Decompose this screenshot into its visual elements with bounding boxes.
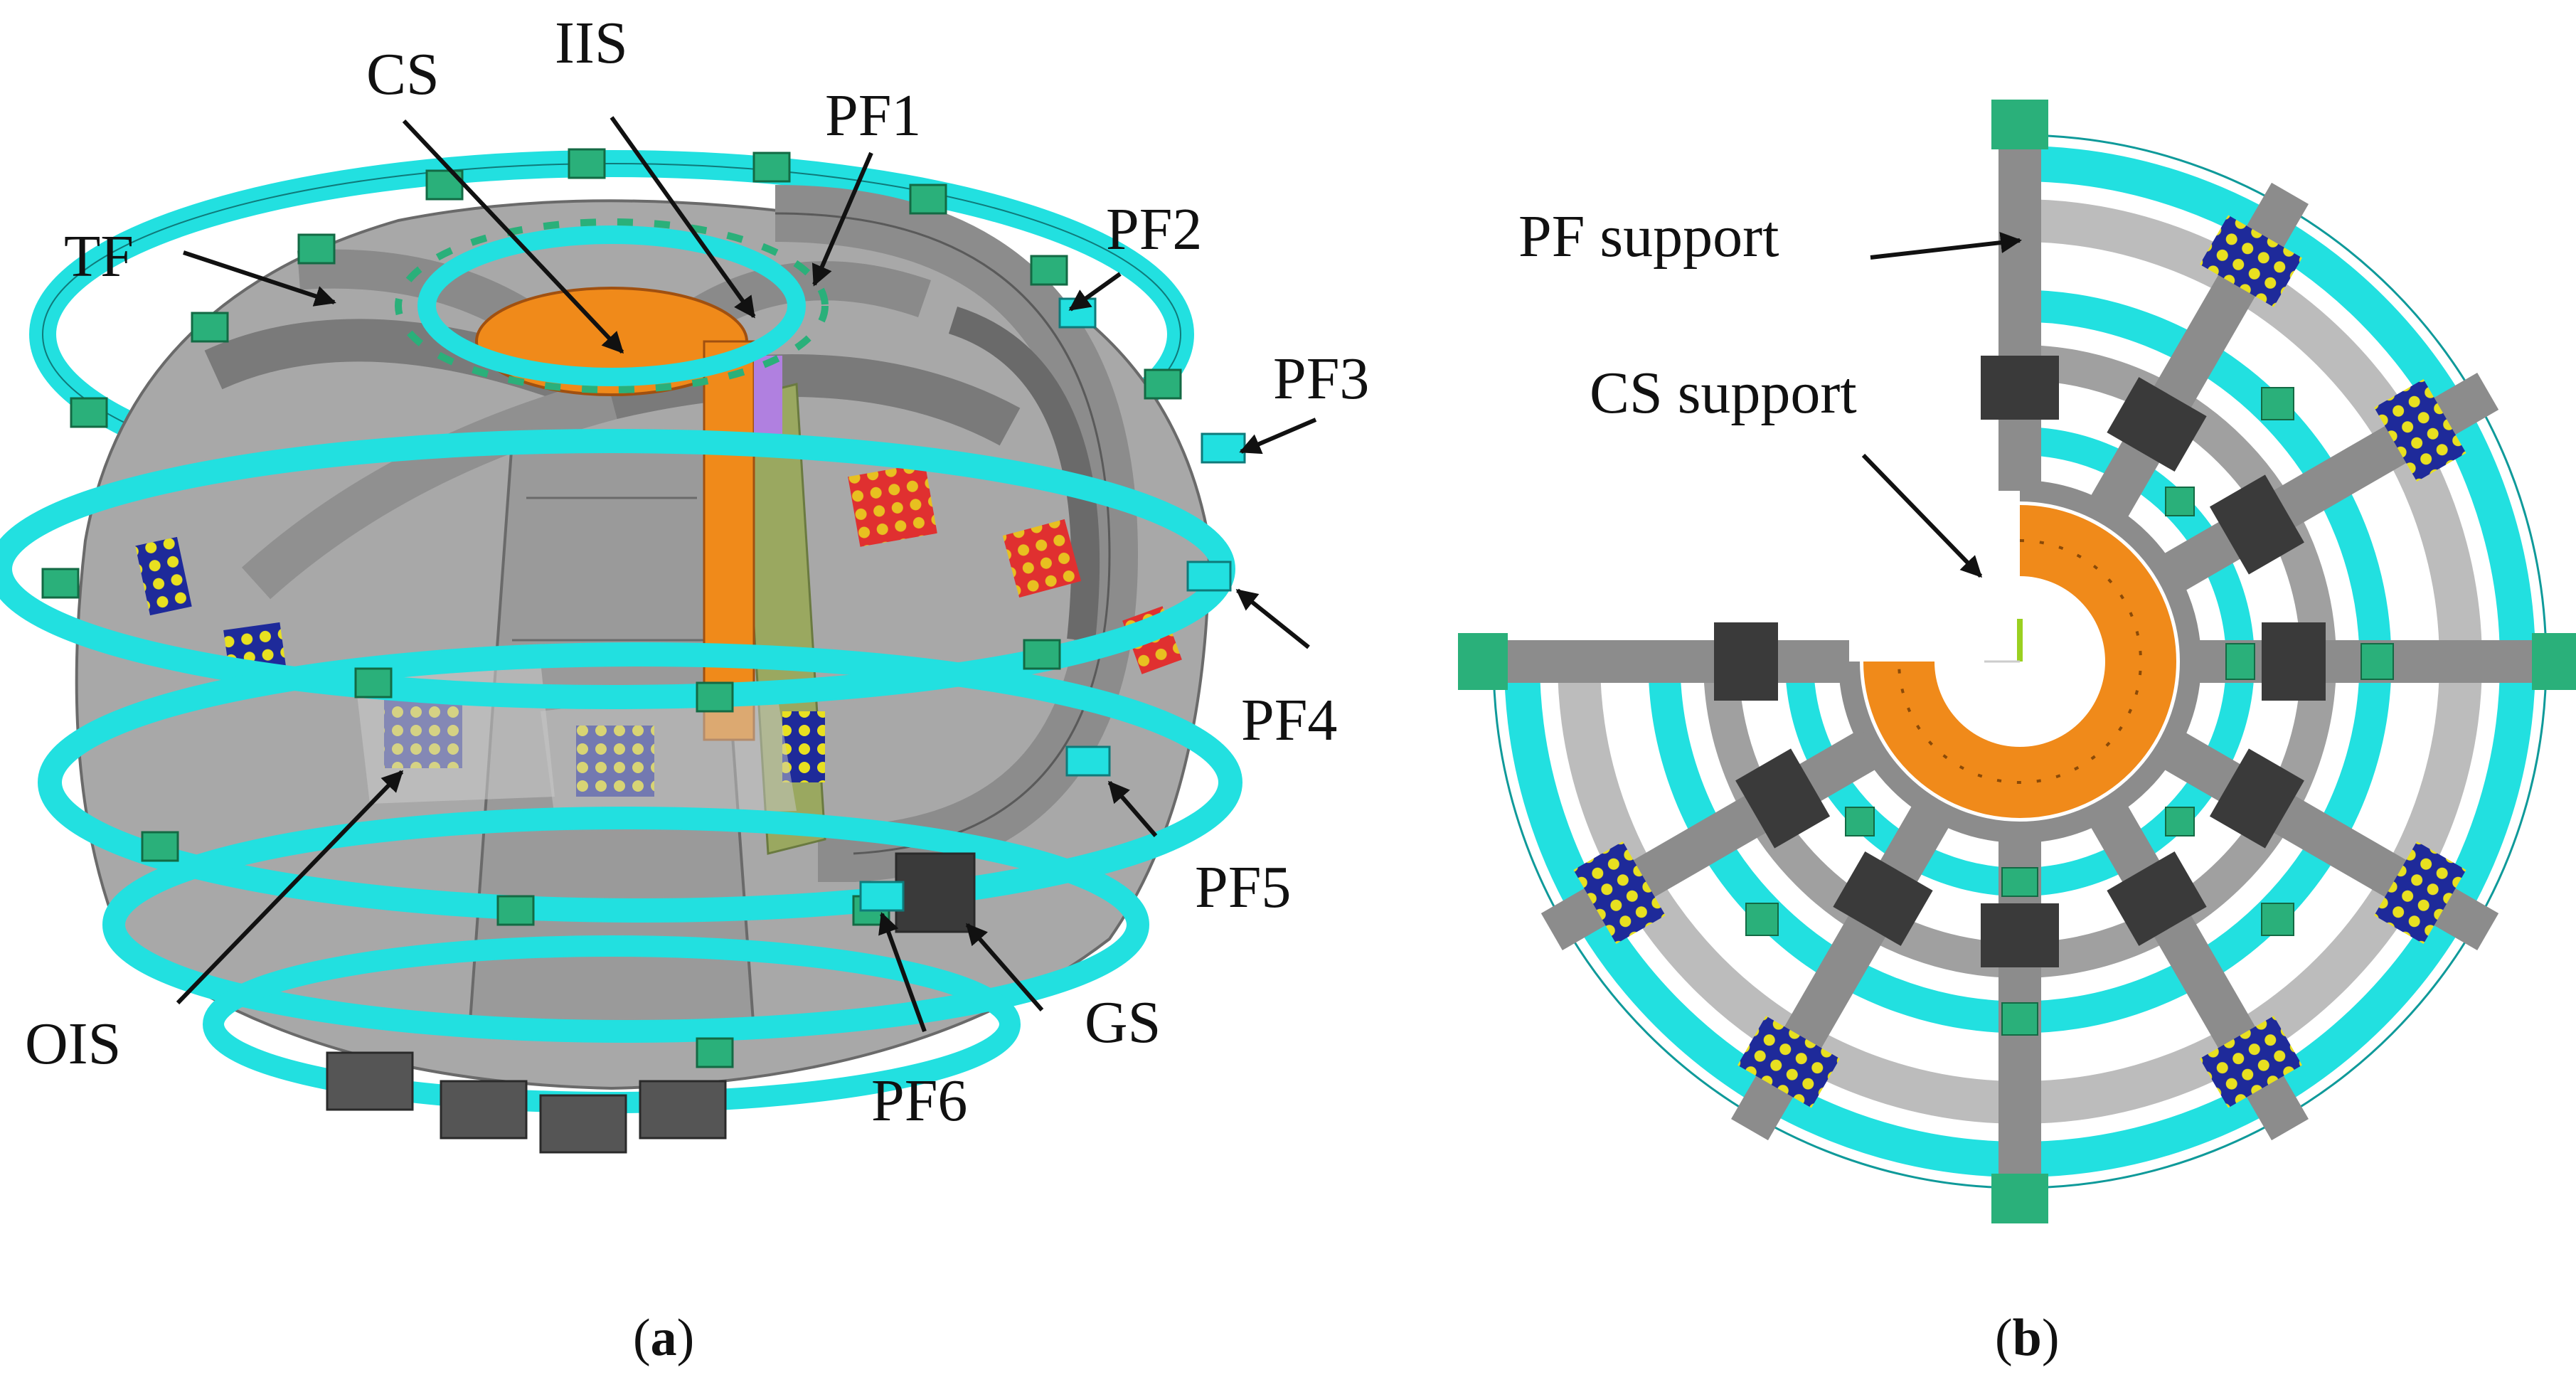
label-pf2: PF2: [1106, 196, 1202, 262]
label-gs: GS: [1085, 989, 1161, 1056]
caption-b: (b): [1995, 1309, 2059, 1367]
panel-b-top-view: [1458, 100, 2576, 1223]
panel-a-callouts: TF CS IIS PF1 PF2 PF3 PF4 PF5 PF6 GS OIS: [25, 10, 1369, 1134]
pf-coil-clamps: [41, 148, 1182, 1068]
label-cs: CS: [366, 41, 440, 107]
label-pf1: PF1: [825, 83, 921, 149]
gravity-supports: [326, 852, 976, 1154]
label-pf4: PF4: [1241, 687, 1337, 753]
label-iis: IIS: [555, 10, 628, 76]
caption-a: (a): [633, 1309, 694, 1367]
pf-support-clamps: [1745, 387, 2394, 1036]
label-ois: OIS: [25, 1011, 121, 1077]
label-pf-support: PF support: [1518, 203, 1779, 270]
label-cs-support: CS support: [1590, 360, 1857, 426]
radial-spokes: [1458, 100, 2576, 1223]
pf-coil-ends: [859, 297, 1246, 912]
label-tf: TF: [64, 223, 134, 290]
label-pf5: PF5: [1195, 854, 1291, 920]
label-pf3: PF3: [1273, 346, 1369, 412]
panel-b-callouts: PF support CS support: [1518, 203, 2022, 578]
label-pf6: PF6: [871, 1068, 967, 1134]
panel-a-tokamak-3d: TF CS IIS PF1 PF2 PF3 PF4 PF5 PF6 GS OIS…: [0, 10, 1369, 1367]
